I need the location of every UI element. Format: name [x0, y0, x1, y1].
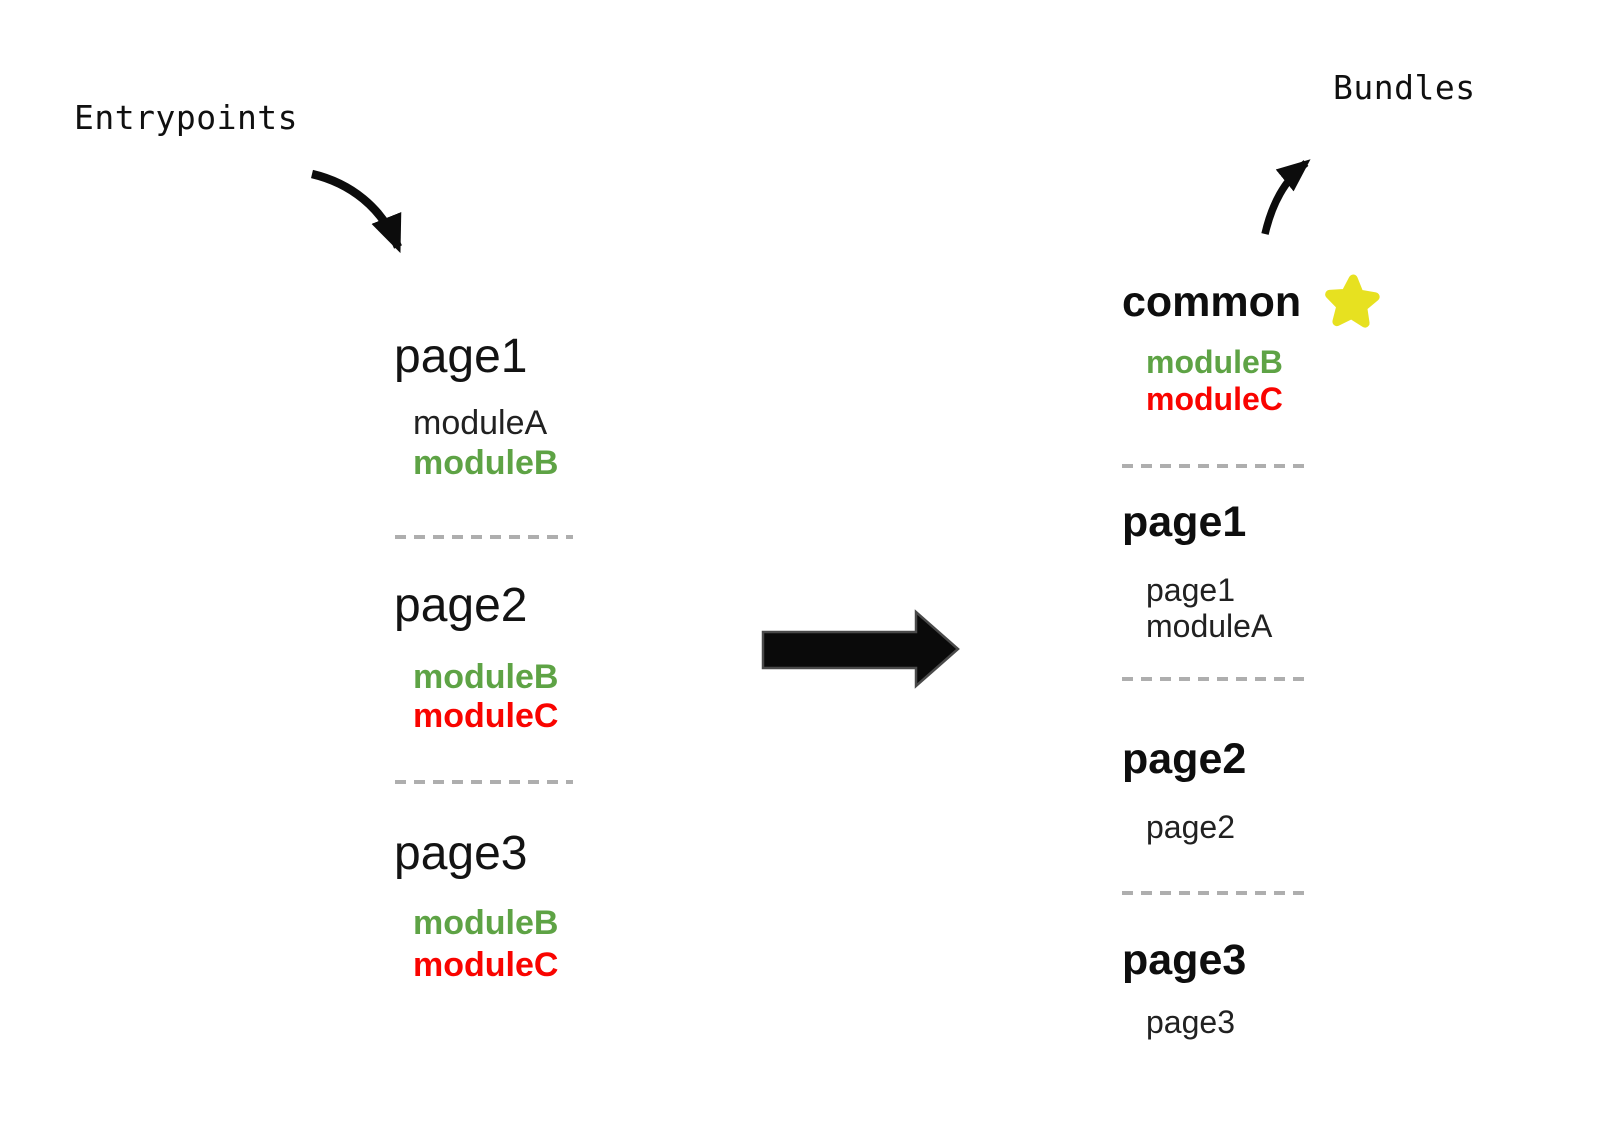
- entrypoint-page3-module-b: moduleB: [413, 904, 559, 942]
- entrypoint-page1-module-a: moduleA: [413, 404, 548, 442]
- bundle-page1-entry: page1: [1146, 572, 1235, 608]
- entrypoint-page3-title: page3: [394, 827, 528, 880]
- bundle-common-module-c: moduleC: [1146, 381, 1283, 417]
- divider: [1122, 677, 1305, 681]
- bundle-page2-title: page2: [1122, 735, 1247, 783]
- entrypoint-page2-module-c: moduleC: [413, 697, 559, 735]
- divider: [1122, 464, 1305, 468]
- entrypoint-page1-module-b: moduleB: [413, 444, 559, 482]
- entrypoints-label: Entrypoints: [74, 98, 299, 137]
- divider: [1122, 891, 1305, 895]
- entrypoint-page3-module-c: moduleC: [413, 946, 559, 984]
- bundle-page2-entry: page2: [1146, 809, 1235, 845]
- entrypoint-page2-module-b: moduleB: [413, 658, 559, 696]
- bundle-page3-title: page3: [1122, 936, 1247, 984]
- bundles-arrow-icon: [1261, 159, 1311, 235]
- divider: [395, 780, 573, 784]
- entrypoints-arrow-icon: [310, 169, 402, 254]
- transform-arrow-icon: [761, 609, 960, 689]
- entrypoint-page2-title: page2: [394, 579, 528, 632]
- bundle-page1-module-a: moduleA: [1146, 608, 1273, 644]
- bundle-common-module-b: moduleB: [1146, 344, 1283, 380]
- bundle-page3-entry: page3: [1146, 1004, 1235, 1040]
- bundles-label: Bundles: [1333, 68, 1476, 107]
- bundle-common-title: common: [1122, 278, 1302, 326]
- divider: [395, 535, 573, 539]
- entrypoint-page1-title: page1: [394, 330, 528, 383]
- bundle-page1-title: page1: [1122, 498, 1247, 546]
- star-icon: [1325, 274, 1380, 328]
